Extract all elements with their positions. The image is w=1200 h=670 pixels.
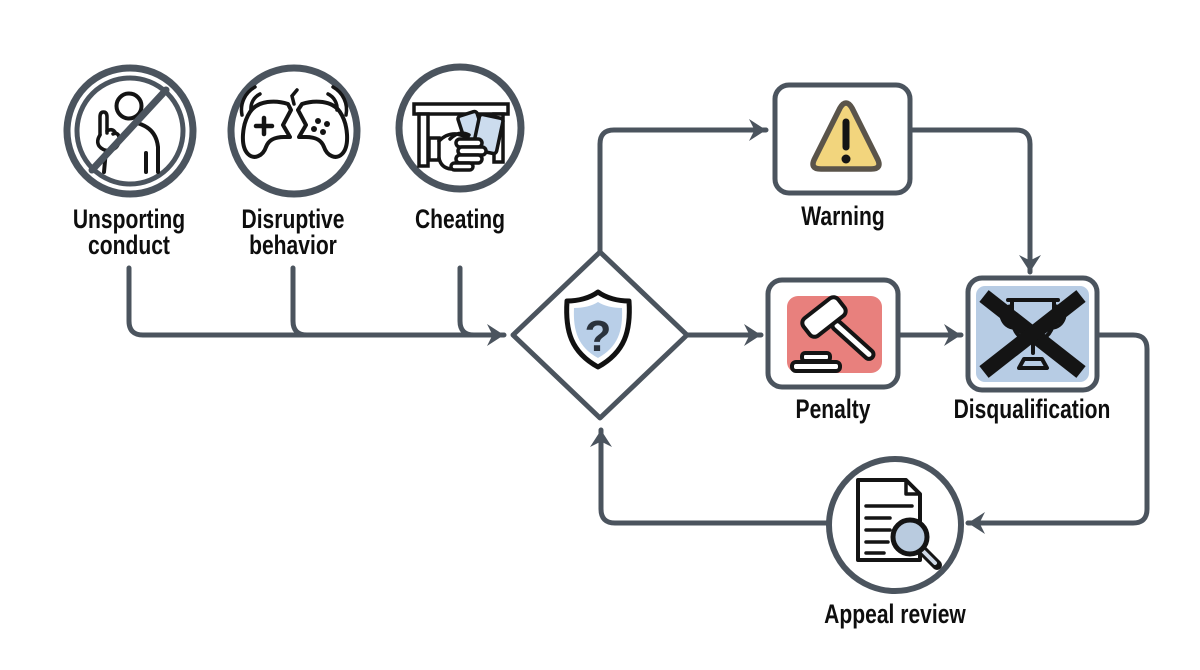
edge-warning-to-disqualification (907, 127, 1041, 275)
label-cheating: Cheating (414, 204, 506, 234)
warning-triangle-icon (810, 100, 882, 172)
document-magnifier-icon (856, 478, 942, 570)
trophy-crossed-icon (979, 290, 1086, 378)
label-disqualification: Disqualification (953, 394, 1111, 424)
node-cheating (395, 63, 525, 193)
edge-causes-to-decision (126, 265, 507, 346)
no-rude-gesture-icon (63, 64, 197, 198)
edge-appeal-to-decision (590, 427, 832, 526)
edge-decision-to-warning (597, 119, 769, 255)
node-disqualification (965, 275, 1100, 393)
edge-cheating-to-decision (457, 265, 498, 338)
edge-disqualification-to-appeal (965, 332, 1150, 534)
shield-question-icon: ? (564, 289, 632, 370)
node-unsporting-conduct (63, 64, 197, 198)
edge-disruptive-to-decision (290, 265, 423, 338)
hand (427, 131, 488, 172)
label-penalty: Penalty (795, 394, 871, 424)
label-warning: Warning (801, 201, 885, 231)
broken-controller-icon (227, 64, 361, 198)
node-decision: ? (510, 249, 690, 421)
gavel-icon (790, 295, 876, 373)
prohibition-slash (88, 86, 170, 174)
x-mark (979, 290, 1086, 378)
decision-question-mark: ? (585, 312, 612, 361)
node-penalty (765, 277, 901, 390)
node-disruptive-behavior (227, 64, 361, 198)
connector-lines (126, 119, 1150, 534)
node-warning (772, 82, 913, 196)
node-appeal-review (826, 456, 964, 594)
card-under-table-icon (395, 63, 525, 193)
label-appeal-review: Appeal review (824, 599, 966, 629)
magnifier-lens (890, 517, 930, 557)
